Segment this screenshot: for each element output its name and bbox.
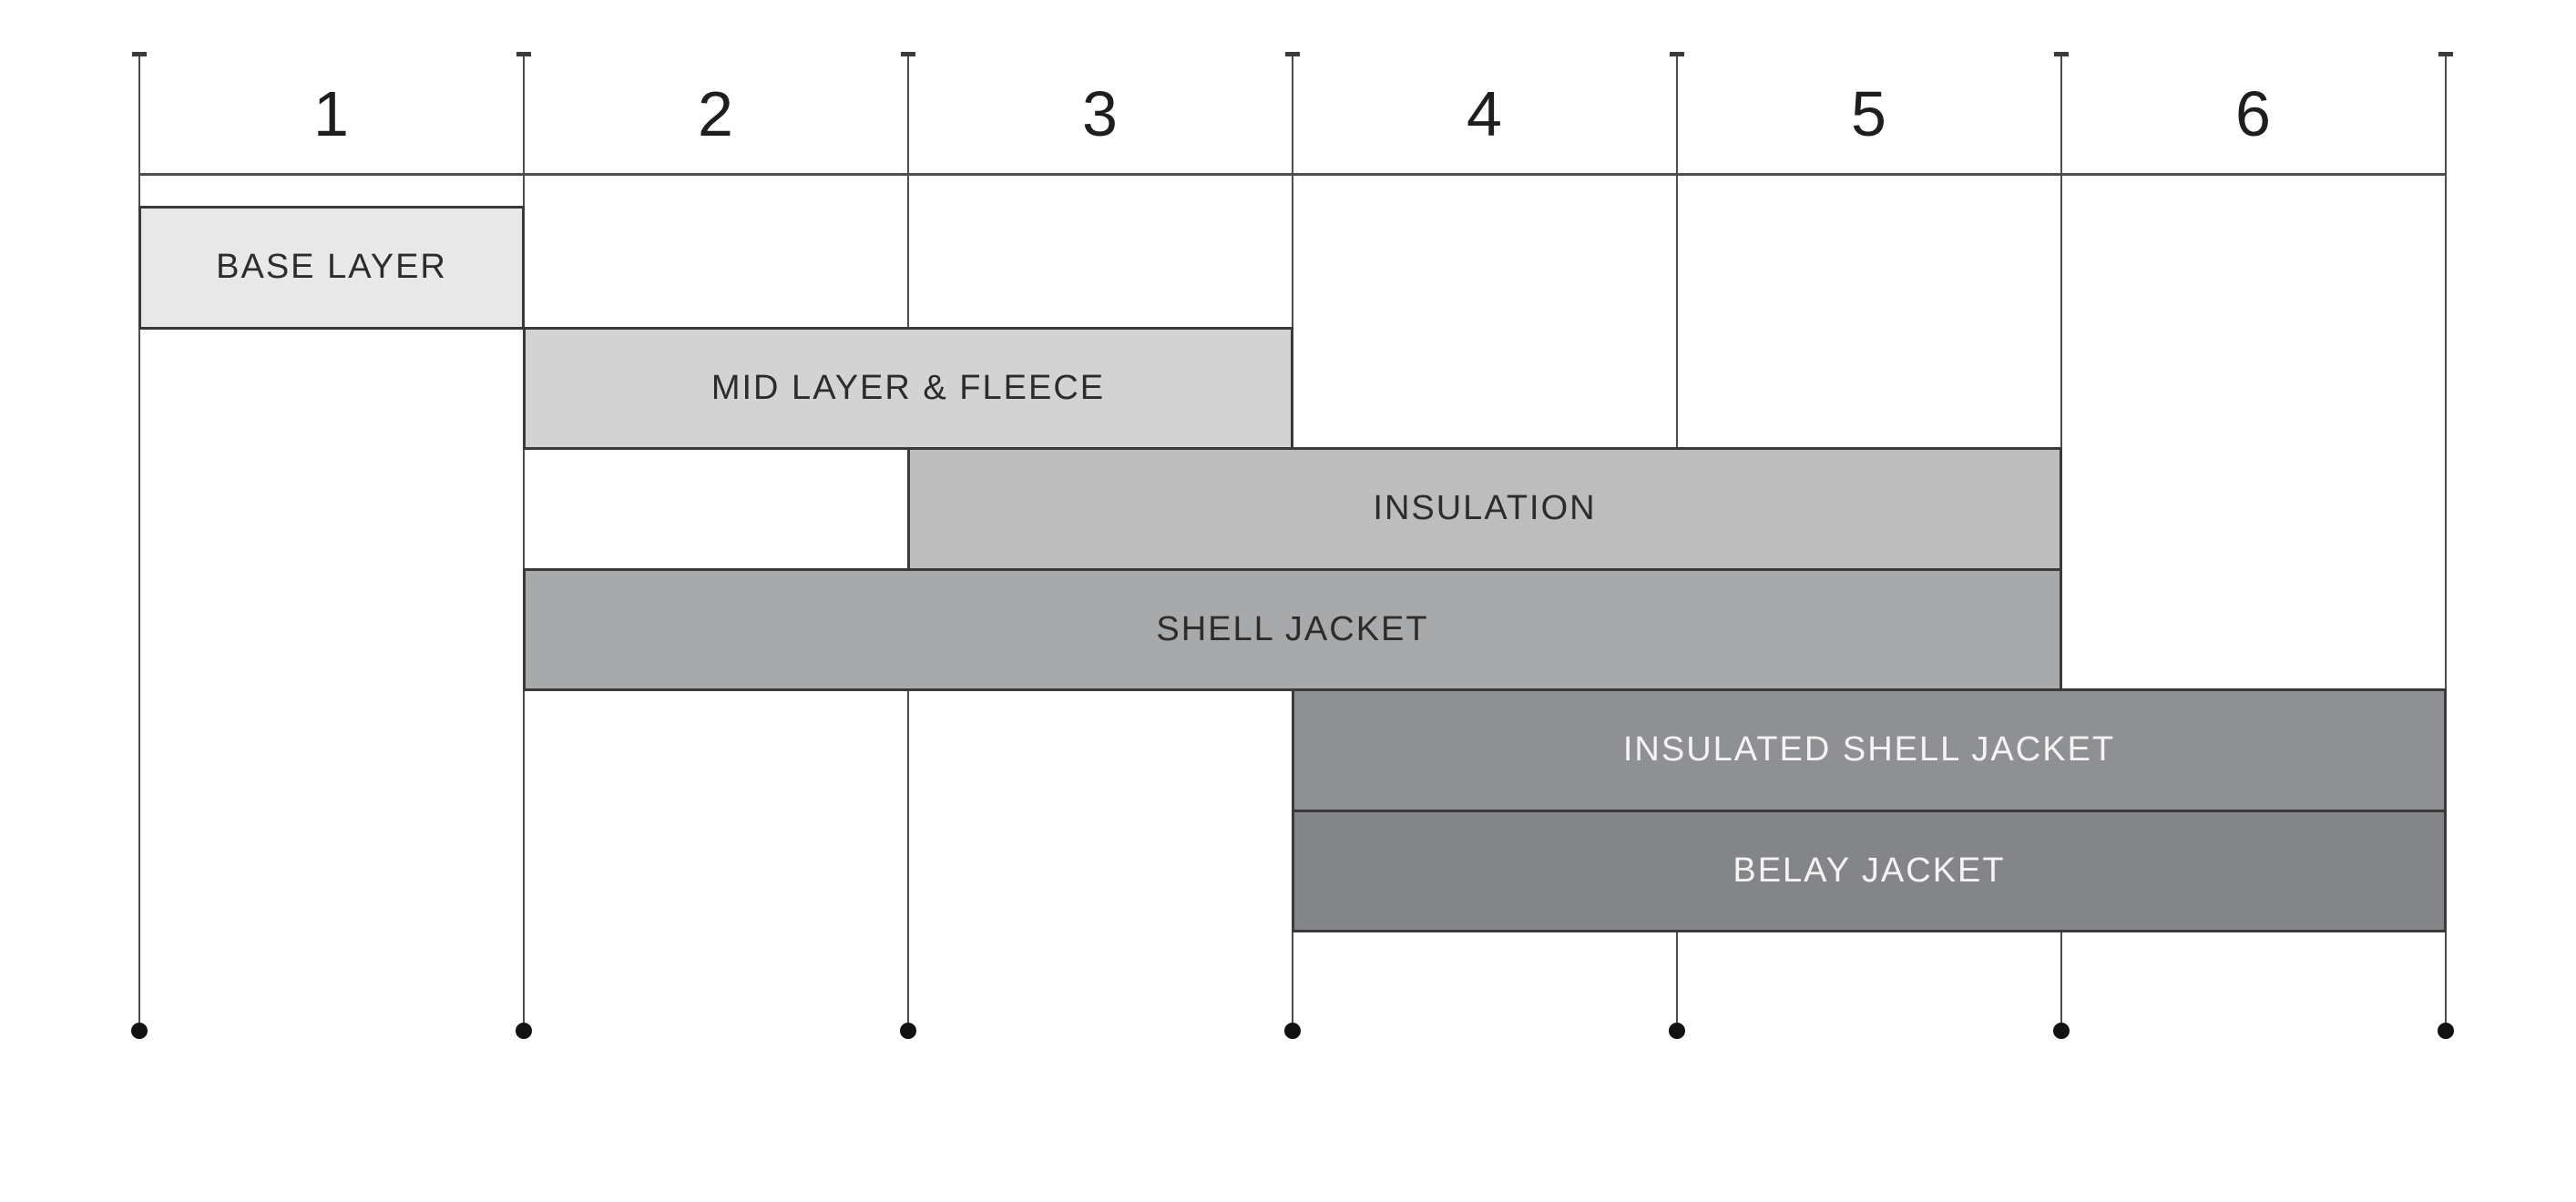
- zone-number: 5: [1851, 78, 1887, 149]
- bar-belay-jacket: BELAY JACKET: [1292, 809, 2447, 932]
- gridline-end-dot: [900, 1023, 916, 1039]
- axis-header-line: [139, 173, 2446, 176]
- bar-shell-jacket: SHELL JACKET: [523, 567, 2062, 691]
- bar-insulated-shell-jacket: INSULATED SHELL JACKET: [1292, 688, 2447, 812]
- gridline-end-dot: [516, 1023, 532, 1039]
- zone-gridline: [138, 55, 140, 1023]
- zone-number: 4: [1467, 78, 1503, 149]
- gridline-top-tick: [516, 52, 531, 56]
- zone-number: 2: [698, 78, 734, 149]
- gridline-end-dot: [2438, 1023, 2454, 1039]
- gridline-end-dot: [2053, 1023, 2070, 1039]
- gridline-end-dot: [131, 1023, 148, 1039]
- gridline-top-tick: [1285, 52, 1300, 56]
- zone-number: 1: [313, 78, 350, 149]
- zone-number: 3: [1082, 78, 1119, 149]
- bar-insulation: INSULATION: [907, 447, 2062, 571]
- gridline-end-dot: [1284, 1023, 1301, 1039]
- gridline-top-tick: [901, 52, 915, 56]
- zone-gridline: [2445, 55, 2447, 1023]
- gridline-top-tick: [132, 52, 147, 56]
- gridline-top-tick: [2438, 52, 2453, 56]
- gridline-end-dot: [1669, 1023, 1685, 1039]
- gridline-top-tick: [1670, 52, 1684, 56]
- bar-mid-layer-fleece: MID LAYER & FLEECE: [523, 326, 1293, 450]
- bar-base-layer: BASE LAYER: [138, 206, 525, 330]
- zone-number: 6: [2235, 78, 2272, 149]
- gridline-top-tick: [2054, 52, 2069, 56]
- zone-gridline: [523, 55, 525, 1023]
